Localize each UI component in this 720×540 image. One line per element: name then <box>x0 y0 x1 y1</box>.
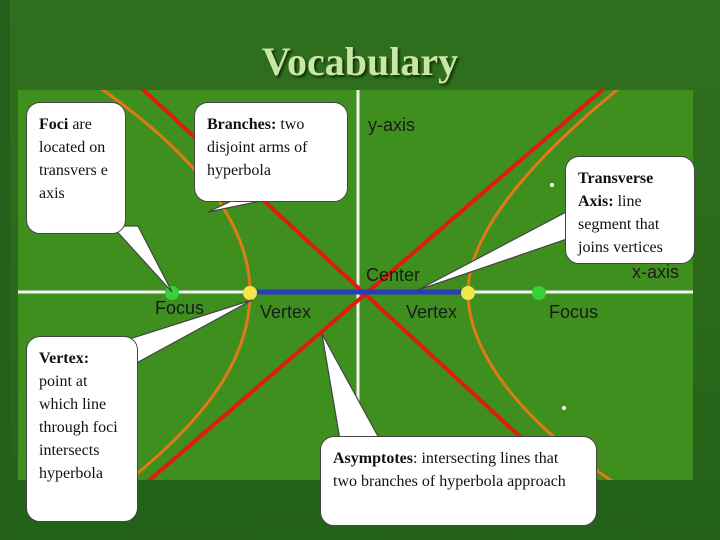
foci-pointer <box>110 225 173 293</box>
transverse-callout: Transverse Axis: line segment that joins… <box>565 156 695 264</box>
focus-point-left <box>165 286 179 300</box>
vertex-term: Vertex: <box>39 350 90 367</box>
branches-term: Branches: <box>207 116 277 133</box>
focus-label-right: Focus <box>549 302 599 322</box>
focus-point-right <box>532 286 546 300</box>
transverse-pointer <box>417 209 571 291</box>
transverse-term: Transverse Axis: <box>578 170 654 210</box>
vertex-pointer <box>119 299 253 374</box>
vertex-label-left: Vertex <box>260 302 312 322</box>
asymptotes-pointer <box>321 333 382 441</box>
slide-title: Vocabulary <box>261 39 459 84</box>
x-axis-label: x-axis <box>632 262 680 282</box>
left-frame-strip <box>0 0 10 540</box>
vertex-point-right <box>461 286 475 300</box>
asymptotes-callout: Asymptotes: intersecting lines that two … <box>320 436 597 526</box>
marker-dot-upper <box>550 183 554 187</box>
asymptotes-definition: : intersecting lines that two branches o… <box>333 450 566 490</box>
focus-label-left: Focus <box>155 298 205 318</box>
branches-callout: Branches: two disjoint arms of hyperbola <box>194 102 348 202</box>
foci-callout: Foci are located on transvers e axis <box>26 102 126 234</box>
asymptote-line-2 <box>146 90 606 480</box>
vertex-callout: Vertex: point at which line through foci… <box>26 336 138 522</box>
vertex-definition: point at which line through foci interse… <box>39 373 118 482</box>
marker-dot-lower <box>562 406 566 410</box>
foci-term: Foci <box>39 116 69 133</box>
vertex-label-right: Vertex <box>406 302 458 322</box>
y-axis-label: y-axis <box>368 115 416 135</box>
vertex-point-left <box>243 286 257 300</box>
branches-definition: two disjoint arms of hyperbola <box>207 116 308 179</box>
foci-definition: are located on transvers e axis <box>39 116 108 202</box>
transverse-definition: line segment that joins vertices <box>578 193 663 256</box>
center-label: Center <box>366 265 421 285</box>
asymptotes-term: Asymptotes <box>333 450 413 467</box>
